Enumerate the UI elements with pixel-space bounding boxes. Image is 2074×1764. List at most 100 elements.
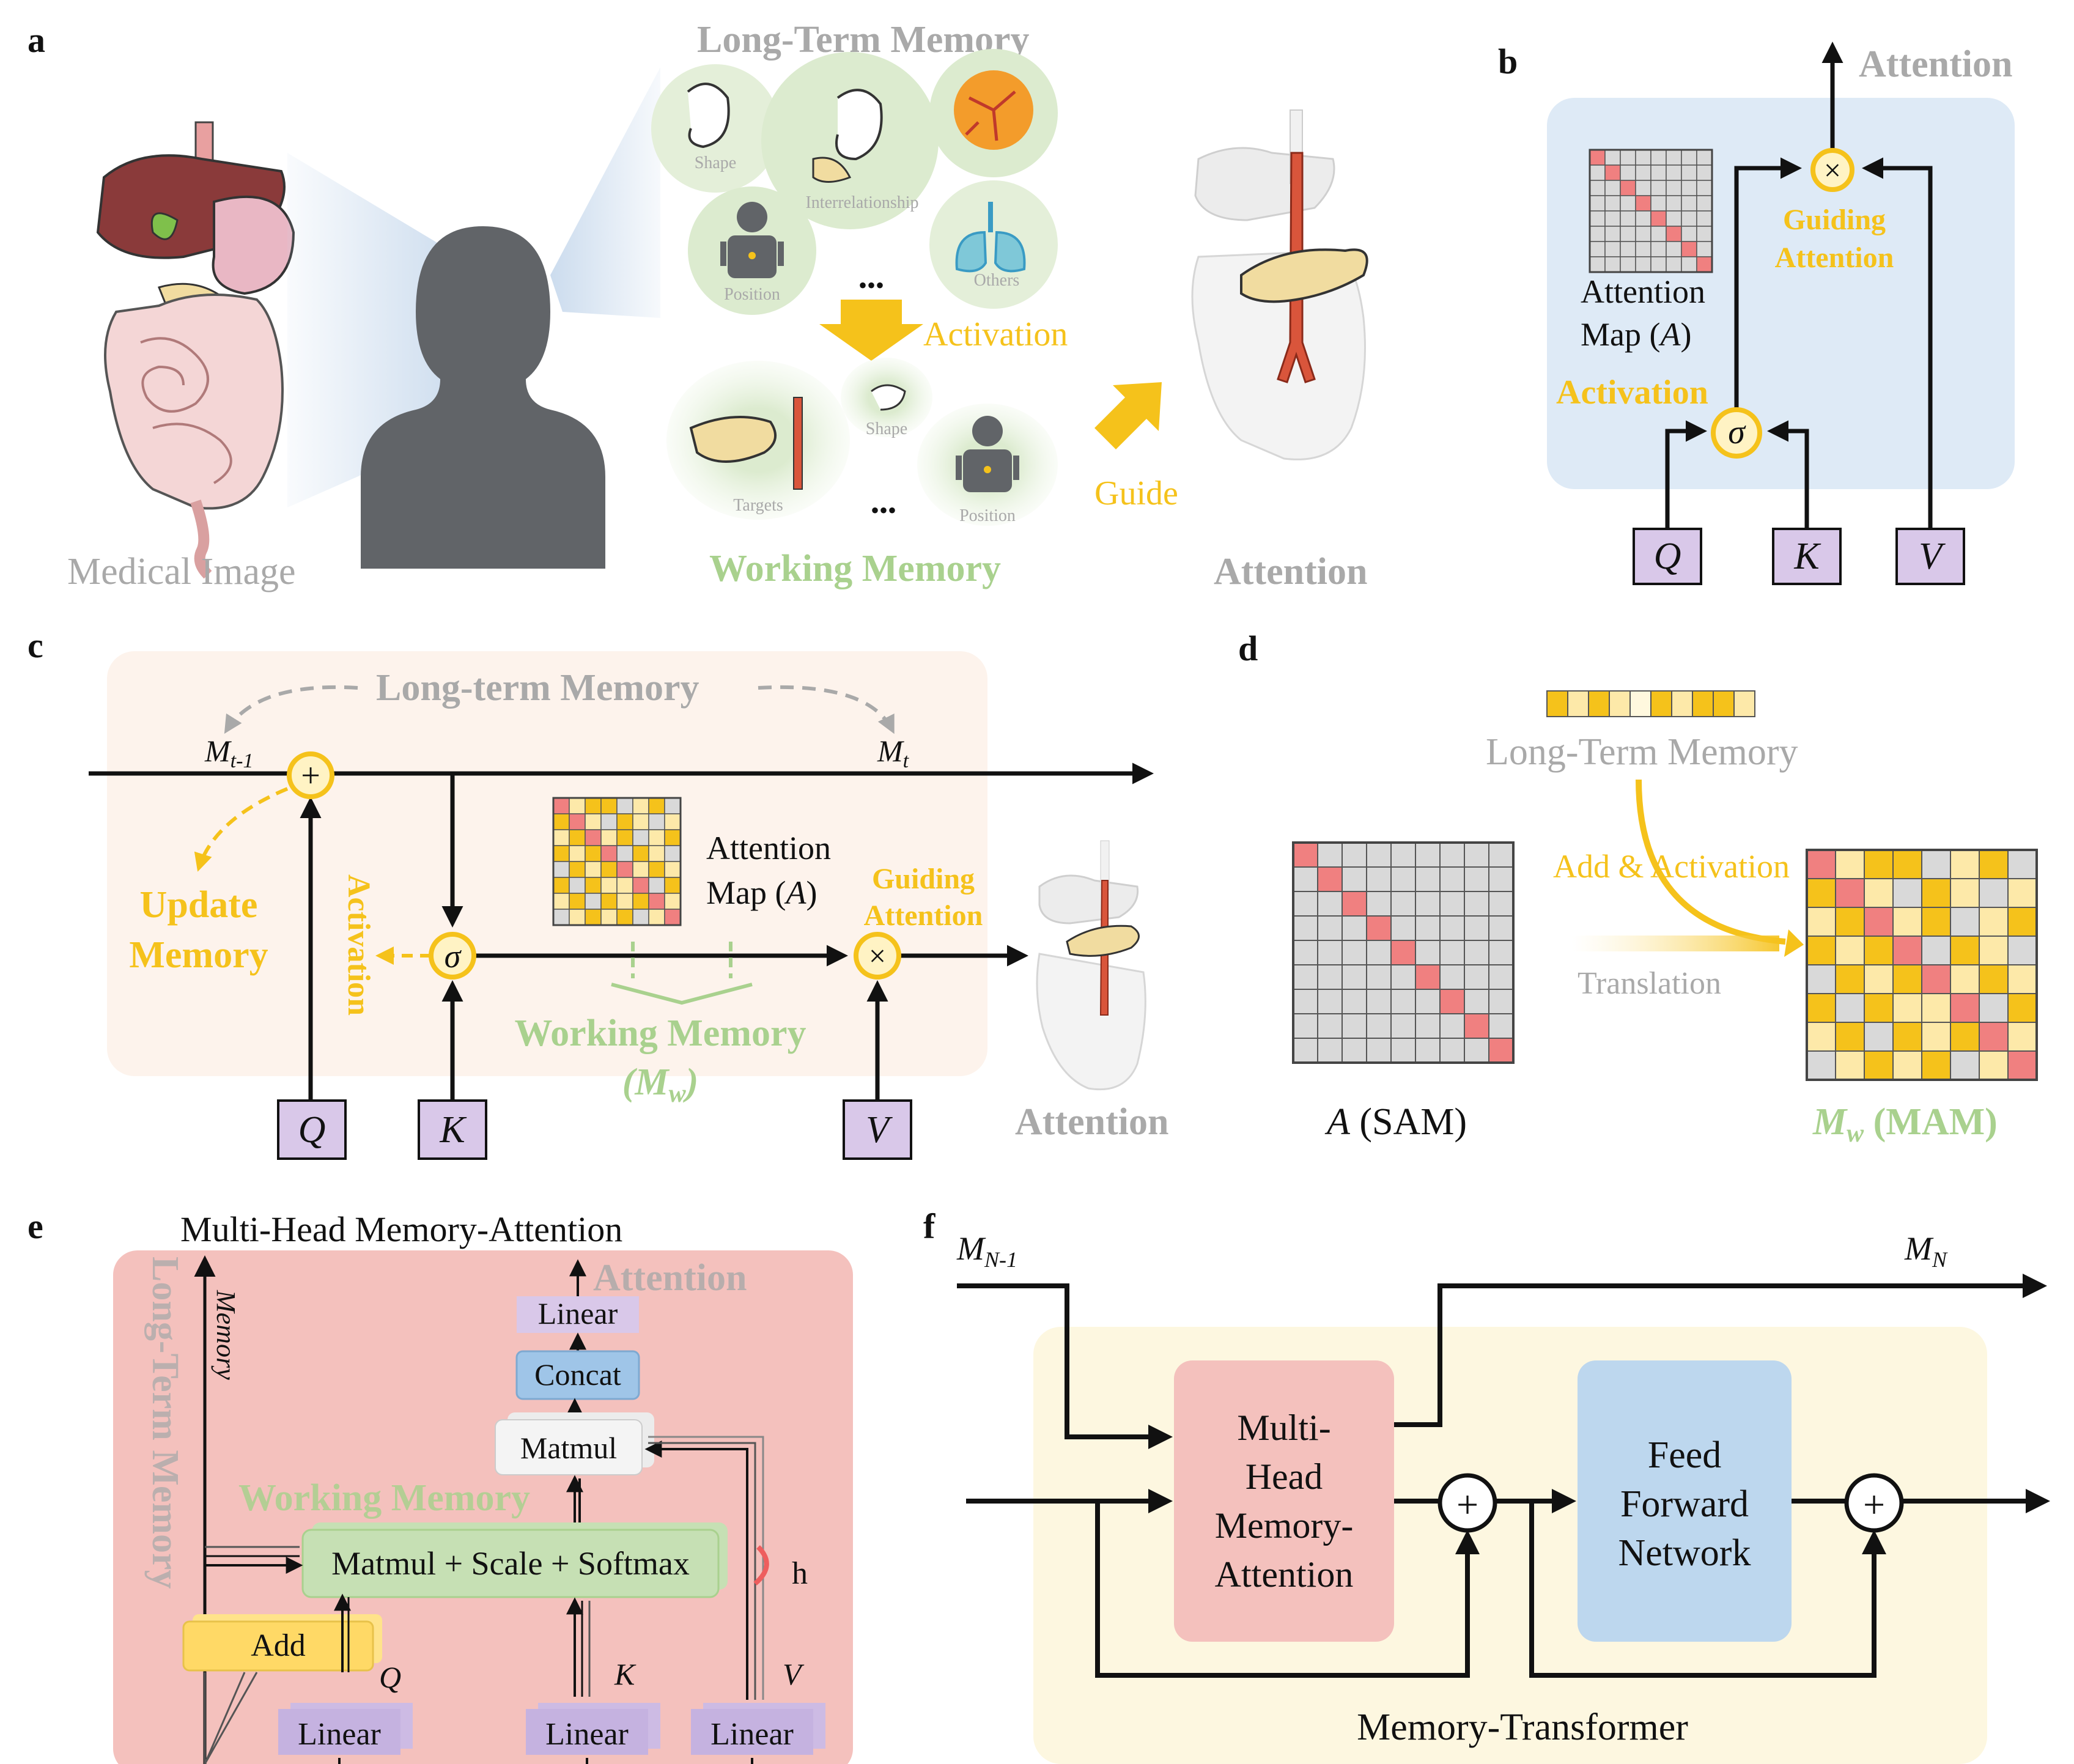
matrix-cell bbox=[1950, 878, 1980, 908]
m-prev-label-c: Mt-1 bbox=[204, 734, 253, 772]
shape-label-2: Shape bbox=[866, 419, 907, 438]
linear-v-label: Linear bbox=[710, 1717, 794, 1752]
matrix-cell bbox=[1439, 915, 1465, 941]
matrix-cell bbox=[1390, 1013, 1416, 1039]
matrix-cell bbox=[1696, 241, 1713, 257]
matrix-cell bbox=[553, 813, 570, 830]
memory-strip-cell bbox=[1609, 690, 1631, 717]
memory-strip-cell bbox=[1567, 690, 1589, 717]
matrix-cell bbox=[1666, 241, 1682, 257]
matrix-cell bbox=[1864, 993, 1894, 1023]
memory-vertical-label: Memory bbox=[211, 1290, 241, 1380]
matrix-cell bbox=[569, 877, 586, 894]
matrix-cell bbox=[1864, 849, 1894, 879]
matrix-cell bbox=[1488, 1038, 1514, 1063]
matrix-cell bbox=[1366, 891, 1392, 917]
matrix-cell bbox=[632, 829, 649, 846]
matrix-cell bbox=[1293, 940, 1318, 965]
matrix-cell bbox=[1950, 964, 1980, 994]
matrix-cell bbox=[632, 877, 649, 894]
matrix-cell bbox=[1604, 149, 1621, 166]
matrix-cell bbox=[1921, 1022, 1951, 1052]
memory-strip-cell bbox=[1650, 690, 1672, 717]
matrix-cell bbox=[632, 909, 649, 926]
matrix-cell bbox=[1620, 226, 1636, 242]
matrix-cell bbox=[1366, 1038, 1392, 1063]
matrix-cell bbox=[1666, 210, 1682, 227]
matrix-cell bbox=[1341, 891, 1367, 917]
multi-head-title-e: Multi-Head Memory-Attention bbox=[180, 1209, 622, 1249]
matrix-border bbox=[1806, 849, 2038, 1081]
attention-label-e: Attention bbox=[593, 1257, 747, 1299]
m-in-label: MN-1 bbox=[956, 1230, 1017, 1272]
matrix-cell bbox=[2007, 936, 2037, 965]
matmul-scale-softmax-label: Matmul + Scale + Softmax bbox=[331, 1545, 690, 1582]
matrix-border bbox=[1292, 841, 1515, 1064]
matrix-cell bbox=[1390, 842, 1416, 868]
matrix-cell bbox=[1439, 989, 1465, 1014]
matrix-border bbox=[1589, 149, 1713, 273]
working-memory-label-c: Working Memory bbox=[515, 1013, 806, 1054]
matrix-cell bbox=[1979, 964, 2009, 994]
matrix-cell bbox=[1439, 891, 1465, 917]
matrix-cell bbox=[1589, 226, 1606, 242]
matrix-cell bbox=[1390, 1038, 1416, 1063]
panel-label-d: d bbox=[1238, 629, 1258, 668]
k-box-c bbox=[418, 1099, 487, 1160]
matrix-cell bbox=[1892, 936, 1922, 965]
update-label-c: Update bbox=[140, 884, 258, 926]
matrix-cell bbox=[600, 797, 618, 814]
residual-plus-1: + bbox=[1456, 1483, 1478, 1526]
memory-strip-cell bbox=[1692, 690, 1714, 717]
mam-matrix bbox=[1806, 849, 2038, 1081]
person-silhouette bbox=[361, 226, 605, 569]
sam-label: A (SAM) bbox=[1324, 1101, 1467, 1143]
multiply-node-b bbox=[1810, 148, 1854, 192]
v-label-b: V bbox=[1919, 536, 1946, 577]
matrix-cell bbox=[1666, 256, 1682, 273]
matrix-cell bbox=[600, 845, 618, 862]
matrix-cell bbox=[632, 797, 649, 814]
matrix-cell bbox=[648, 845, 665, 862]
activation-label: Activation bbox=[923, 316, 1068, 353]
matrix-cell bbox=[569, 797, 586, 814]
sam-matrix bbox=[1292, 841, 1515, 1064]
ellipsis-bottom: ••• bbox=[871, 496, 896, 524]
matrix-cell bbox=[1635, 210, 1651, 227]
matrix-cell bbox=[1620, 210, 1636, 227]
matrix-cell bbox=[600, 861, 618, 878]
q-box-b bbox=[1633, 528, 1702, 585]
matrix-cell bbox=[1293, 866, 1318, 892]
matrix-cell bbox=[632, 845, 649, 862]
memory-strip-cell bbox=[1713, 690, 1735, 717]
panel-b: b Attention × σ Guiding Attention Activa… bbox=[1498, 42, 2015, 585]
q-box-c bbox=[277, 1099, 347, 1160]
matrix-cell bbox=[553, 845, 570, 862]
matrix-cell bbox=[569, 893, 586, 910]
matrix-cell bbox=[1666, 149, 1682, 166]
matrix-cell bbox=[648, 797, 665, 814]
panel-label-b: b bbox=[1498, 42, 1518, 81]
working-memory-label: Working Memory bbox=[709, 548, 1001, 589]
matrix-cell bbox=[1464, 964, 1489, 990]
matrix-cell bbox=[1696, 149, 1713, 166]
matrix-cell bbox=[1681, 210, 1697, 227]
matrix-cell bbox=[1317, 989, 1343, 1014]
ellipsis-top: ••• bbox=[858, 271, 884, 299]
matrix-cell bbox=[585, 797, 602, 814]
mw-label-c: (Mw) bbox=[622, 1061, 698, 1108]
matrix-cell bbox=[1366, 866, 1392, 892]
matrix-cell bbox=[1864, 936, 1894, 965]
matrix-cell bbox=[1635, 256, 1651, 273]
matrix-cell bbox=[632, 861, 649, 878]
matrix-cell bbox=[1864, 964, 1894, 994]
matrix-cell bbox=[1681, 180, 1697, 196]
matrix-cell bbox=[2007, 964, 2037, 994]
h-brace bbox=[753, 1545, 769, 1586]
matrix-cell bbox=[1390, 964, 1416, 990]
view-beam-right bbox=[550, 67, 660, 318]
matrix-cell bbox=[664, 909, 681, 926]
matrix-cell bbox=[664, 829, 681, 846]
matrix-cell bbox=[1488, 915, 1514, 941]
matrix-cell bbox=[585, 909, 602, 926]
